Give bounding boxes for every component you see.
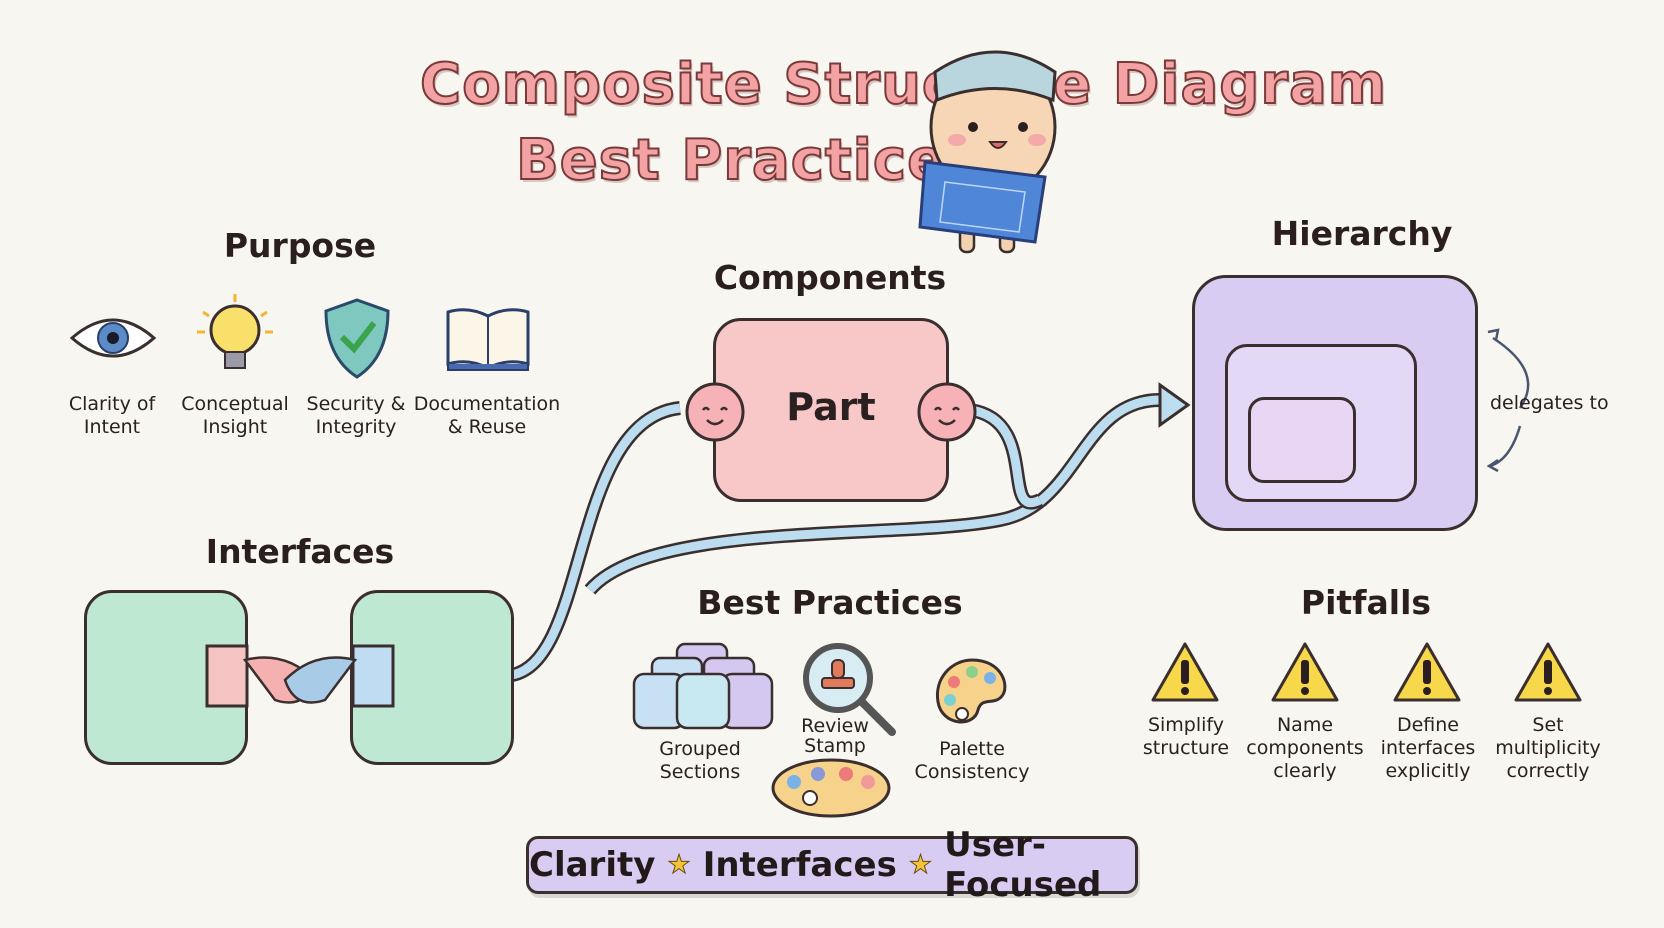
bp-label-review: Review Stamp	[801, 715, 869, 757]
components-heading: Components	[713, 258, 947, 297]
purpose-label-security: Security & Integrity	[306, 393, 406, 438]
pitfall-label-multiplicity: Set multiplicity correctly	[1495, 714, 1601, 782]
pitfall-label-simplify: Simplify structure	[1142, 714, 1230, 759]
bp-label-grouped: Grouped Sections	[659, 738, 741, 783]
handshake-icon	[205, 644, 395, 708]
curved-arrow-icon	[1492, 336, 1530, 409]
lightbulb-icon	[197, 294, 273, 369]
delegates-label: delegates to	[1490, 392, 1609, 414]
warning-icon-3	[1393, 642, 1461, 702]
port-right-icon	[917, 382, 977, 442]
banner-item-clarity: Clarity	[529, 845, 656, 885]
hierarchy-heading: Hierarchy	[1271, 214, 1453, 253]
purpose-label-insight: Conceptual Insight	[181, 393, 289, 438]
pitfalls-heading: Pitfalls	[1300, 583, 1432, 622]
interfaces-heading: Interfaces	[205, 532, 395, 571]
star-icon: ★	[667, 850, 691, 881]
banner-item-user-focused: User-Focused	[944, 825, 1102, 905]
best-practices-heading: Best Practices	[697, 583, 963, 622]
title-line-2: Best Practices	[515, 127, 981, 194]
bp-label-palette: Palette Consistency	[914, 738, 1030, 783]
eye-icon	[69, 318, 157, 358]
hierarchy-inner-box	[1248, 397, 1356, 483]
pitfall-label-define: Define interfaces explicitly	[1380, 714, 1476, 782]
magnifier-stamp-icon	[803, 643, 896, 736]
purpose-heading: Purpose	[223, 226, 377, 265]
grouped-blocks-icon	[632, 642, 774, 730]
shield-check-icon	[324, 298, 390, 379]
palette-small-icon	[771, 758, 891, 818]
warning-icon-1	[1151, 642, 1219, 702]
summary-banner: Clarity ★ Interfaces ★ User-Focused	[526, 825, 1138, 905]
open-book-icon	[446, 308, 530, 371]
mascot-engineer-icon	[918, 50, 1057, 254]
title-line-1: Composite Structure Diagram	[419, 51, 1388, 118]
arrow-head-icon	[1158, 382, 1191, 428]
purpose-label-clarity: Clarity of Intent	[68, 393, 156, 438]
pitfall-label-name: Name components clearly	[1246, 714, 1364, 782]
port-left-icon	[685, 382, 745, 442]
star-icon: ★	[908, 850, 933, 881]
warning-icon-2	[1271, 642, 1339, 702]
part-label: Part	[786, 385, 876, 429]
purpose-label-documentation: Documentation & Reuse	[413, 393, 561, 438]
palette-icon	[935, 658, 1007, 724]
warning-icon-4	[1514, 642, 1582, 702]
part-box	[713, 318, 949, 502]
banner-item-interfaces: Interfaces	[702, 845, 897, 885]
